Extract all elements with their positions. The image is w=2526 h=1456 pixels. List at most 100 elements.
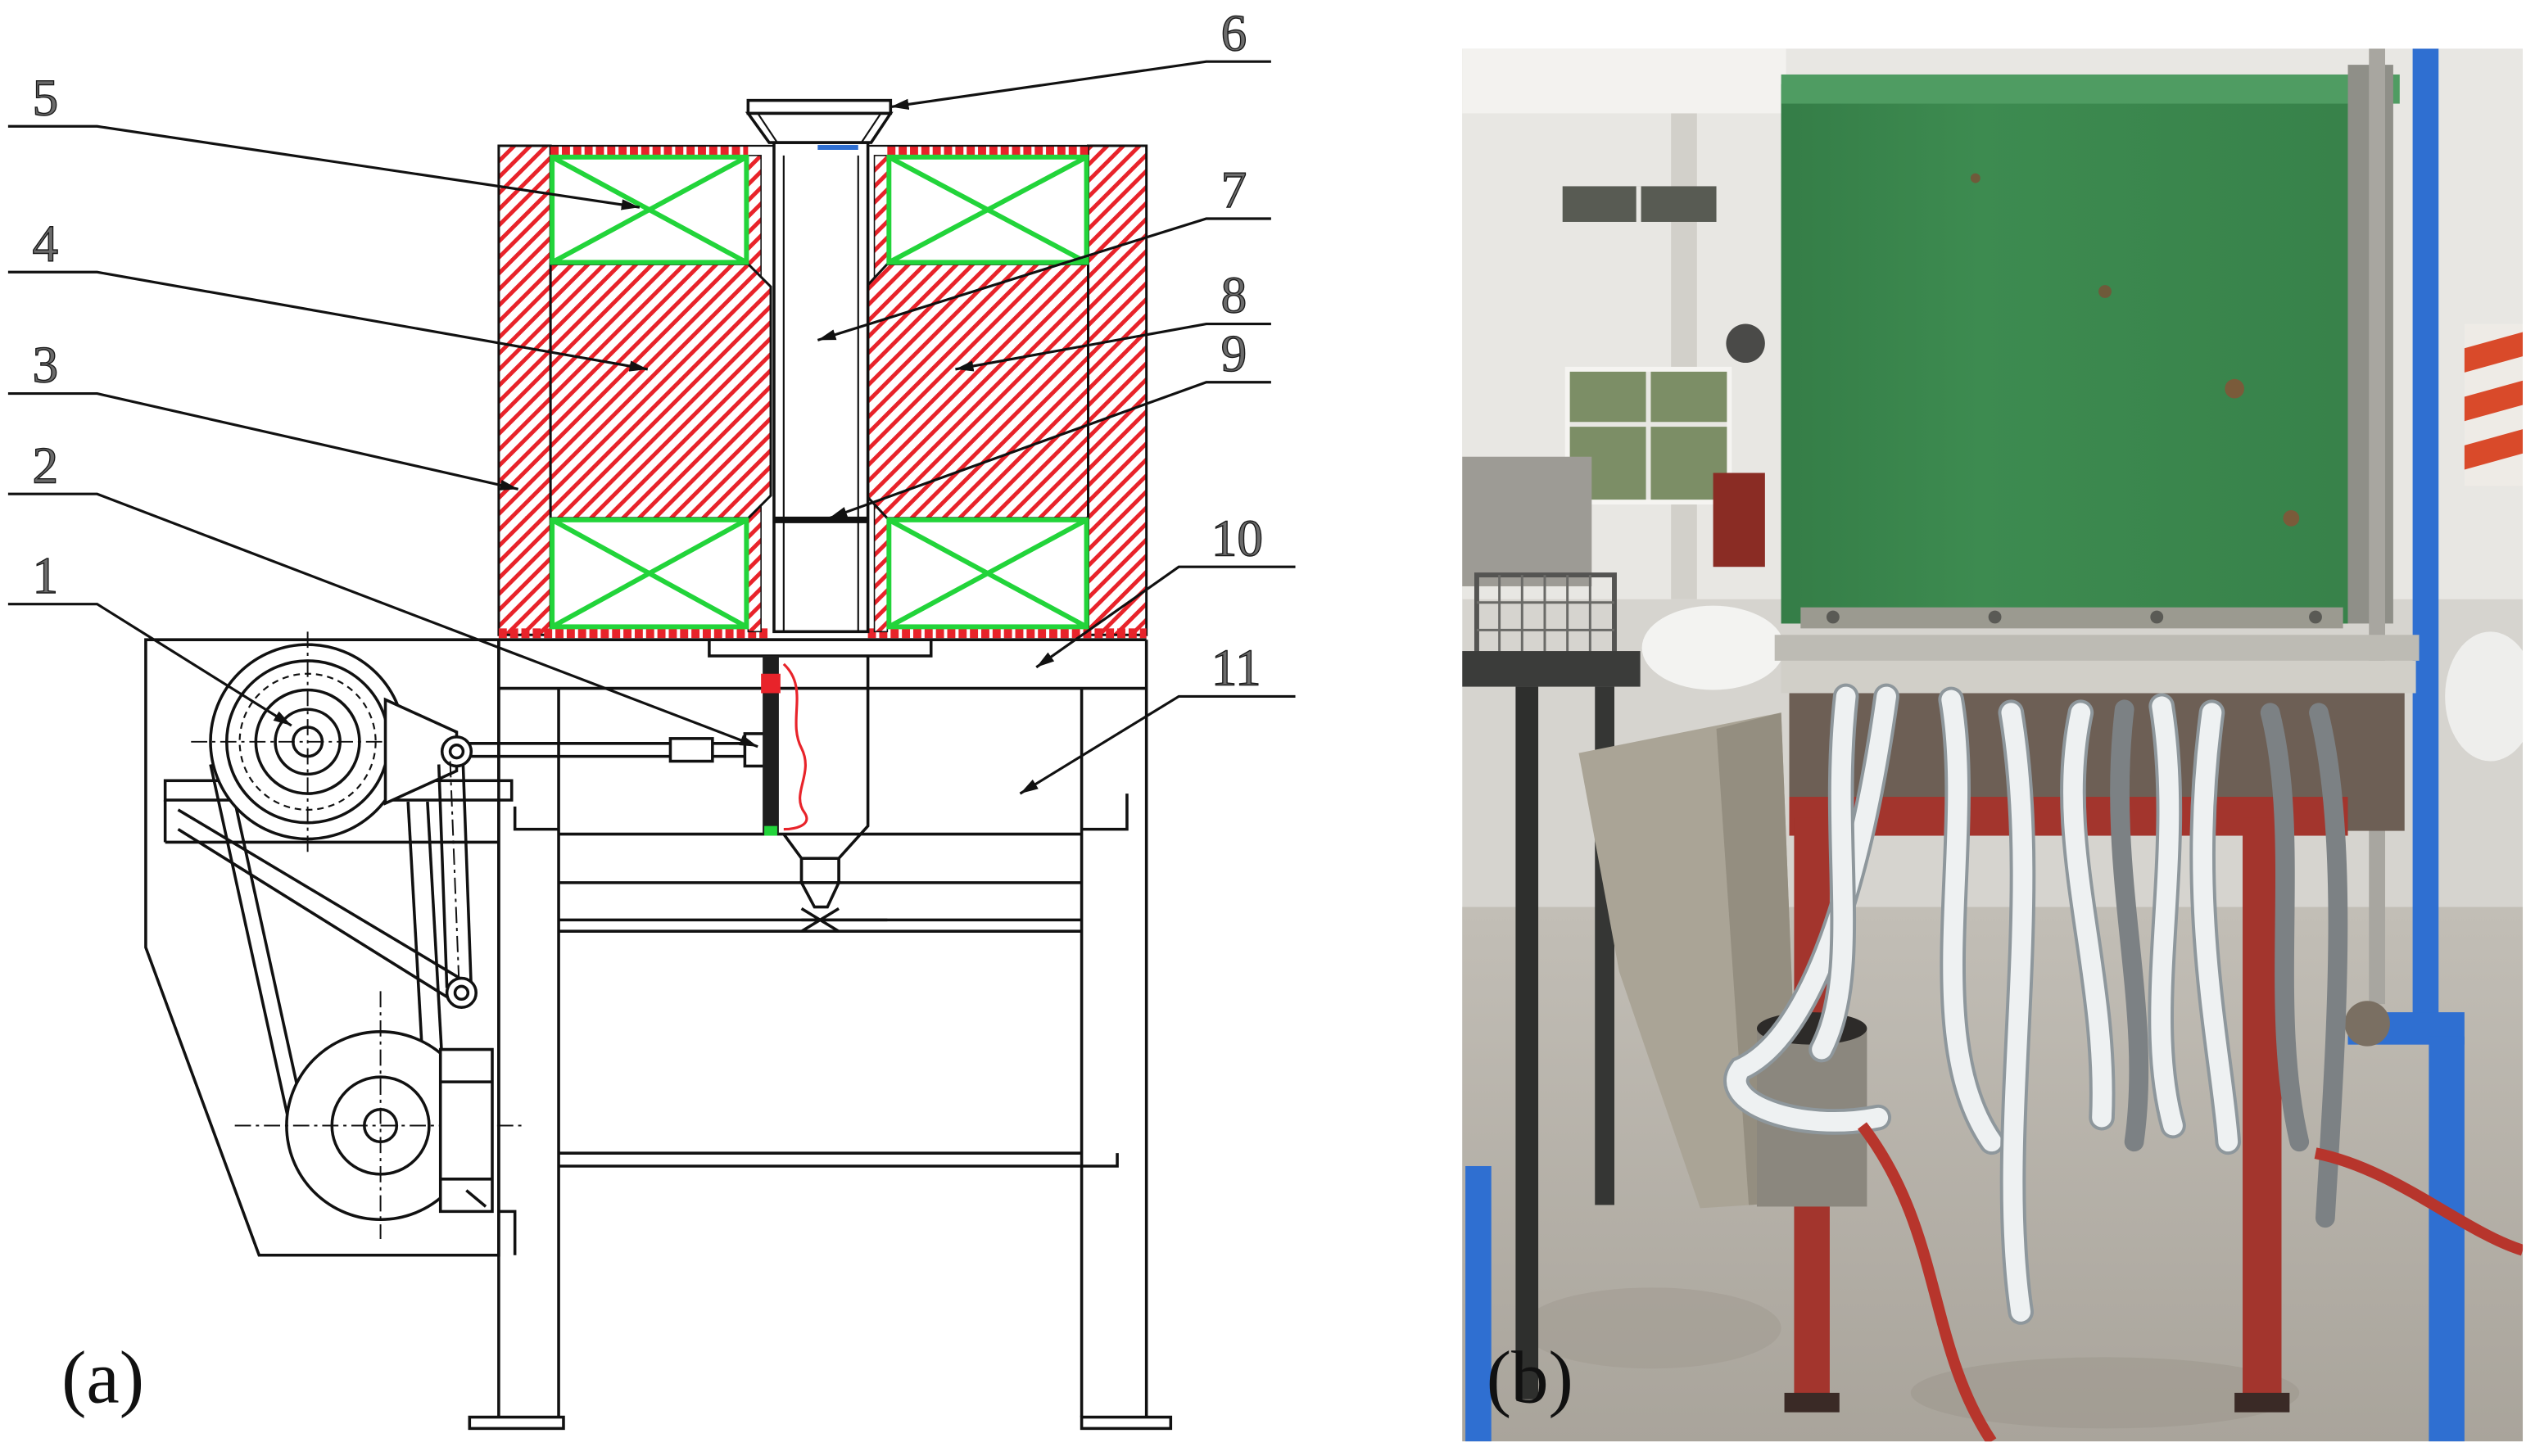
callout-4: 4 <box>33 215 59 272</box>
callout-1: 1 <box>33 547 59 604</box>
red-hose-right <box>2314 1147 2524 1256</box>
background-white-bags <box>1641 605 1785 690</box>
vertical-link-edge-2 <box>461 764 473 988</box>
support-frame <box>468 638 1173 1431</box>
callout-10: 10 <box>1211 509 1263 567</box>
frame-foot-right <box>2234 1392 2290 1413</box>
collection-hopper <box>708 638 933 933</box>
outer-wall-right <box>1087 144 1148 636</box>
leader-2 <box>7 492 758 748</box>
crank-pin-bottom <box>445 976 478 1009</box>
leader-lines <box>7 60 1296 795</box>
vertical-link-centerline <box>449 761 461 1005</box>
tray-lip <box>1774 635 2420 661</box>
feed-hopper <box>745 98 894 144</box>
right-foot <box>1080 1415 1173 1431</box>
frame-foot-left <box>1784 1392 1840 1413</box>
hose-2 <box>1812 686 1856 1060</box>
vibration-rod <box>761 655 808 836</box>
vibration-signal-wave <box>782 662 808 831</box>
belt-right-2 <box>426 801 446 1089</box>
coil-bottom-right <box>886 517 1089 630</box>
hose-9 <box>2260 703 2310 1152</box>
floor-stain-1 <box>1522 1287 1781 1369</box>
bolt-1 <box>1826 610 1840 624</box>
hose-5 <box>2063 703 2112 1128</box>
crank-pin-bottom-inner <box>453 984 470 1002</box>
frame-leg-right <box>2243 817 2282 1409</box>
work-table-top <box>1462 651 1641 687</box>
leader-5 <box>7 124 641 210</box>
wall-fan-icon <box>1726 323 1765 364</box>
motor-bracket-detail-3 <box>465 1189 487 1208</box>
coil-top-right <box>886 154 1089 265</box>
hopper-cone <box>799 881 841 909</box>
drive-housing <box>144 631 527 1257</box>
work-table-leg-1 <box>1515 686 1539 1399</box>
eccentric-wheel <box>191 631 424 856</box>
coil-bottom-right-box <box>886 517 1089 630</box>
belt-left-1 <box>209 764 293 1134</box>
leader-4 <box>7 270 649 372</box>
panel-b-photo: (b) <box>1462 48 2524 1442</box>
coil-top-left <box>550 154 749 265</box>
callout-8: 8 <box>1221 267 1247 324</box>
ceiling-beam <box>1462 48 1786 114</box>
hose-7 <box>2151 696 2183 1136</box>
leader-8 <box>955 322 1271 372</box>
bracket-lower-right <box>1081 1153 1119 1168</box>
outer-wall-left <box>497 144 552 636</box>
belt-left-2 <box>225 764 310 1134</box>
panel-a-label: (a) <box>61 1336 144 1419</box>
hose-8 <box>2193 703 2239 1152</box>
callout-9: 9 <box>1221 325 1247 382</box>
feed-hopper-inner-right <box>860 112 882 143</box>
window-lower-frame <box>1564 366 1732 505</box>
feed-hopper-rim <box>746 98 893 115</box>
wire-basket-grid <box>1476 575 1614 659</box>
callout-7: 7 <box>1221 161 1247 219</box>
separator-box-top-rim <box>1781 74 2400 104</box>
separator-box-shading <box>1781 84 2348 624</box>
coil-bottom-right-diag-2 <box>887 518 1088 629</box>
coil-bottom-left <box>550 517 749 630</box>
pipe-valve <box>2344 1001 2390 1047</box>
rod-adjuster <box>668 737 714 763</box>
crank-pin-top <box>440 735 473 768</box>
rust-spot-3 <box>2283 509 2300 527</box>
callout-5: 5 <box>33 69 59 126</box>
feed-hopper-inner-left <box>757 112 778 143</box>
vibration-rod-top-mark <box>761 673 781 694</box>
hose-6 <box>2110 699 2149 1152</box>
bottom-plate <box>708 638 933 658</box>
red-support-frame <box>1789 797 2348 1409</box>
vertical-link-edge-1 <box>437 764 449 988</box>
tension-bar-edge-1 <box>177 808 461 980</box>
floor-stain-2 <box>1910 1357 2300 1429</box>
motor-bracket <box>438 1047 494 1214</box>
water-pipe-vertical-lower <box>2429 1036 2465 1442</box>
hose-4 <box>2001 703 2033 1322</box>
tension-bar-edge-2 <box>177 828 455 1002</box>
coil-top-right-diag-2 <box>887 155 1088 265</box>
leader-9 <box>828 381 1271 520</box>
bolt-2 <box>1988 610 2002 624</box>
hose-1 <box>1727 686 1896 1132</box>
bracket-left <box>513 806 559 831</box>
callout-labels: 1 2 3 4 5 6 7 8 9 10 11 <box>32 4 1264 698</box>
water-pipe-vertical-upper <box>2412 48 2439 1020</box>
separation-tube <box>772 141 870 634</box>
bracket-right <box>1081 794 1129 831</box>
vibration-rod-bottom-mark <box>764 825 777 836</box>
hopper-left-wall <box>782 833 804 883</box>
leader-3 <box>7 392 518 491</box>
coil-bottom-left-box <box>550 517 749 630</box>
blue-pipe-left <box>1465 1165 1492 1442</box>
rust-spot-1 <box>2225 378 2245 399</box>
hose-3 <box>1941 690 2002 1152</box>
magnetic-yoke-left <box>549 262 772 520</box>
coils <box>550 154 1089 630</box>
magnetic-yoke-right <box>865 262 1089 520</box>
leader-10 <box>1035 565 1296 669</box>
